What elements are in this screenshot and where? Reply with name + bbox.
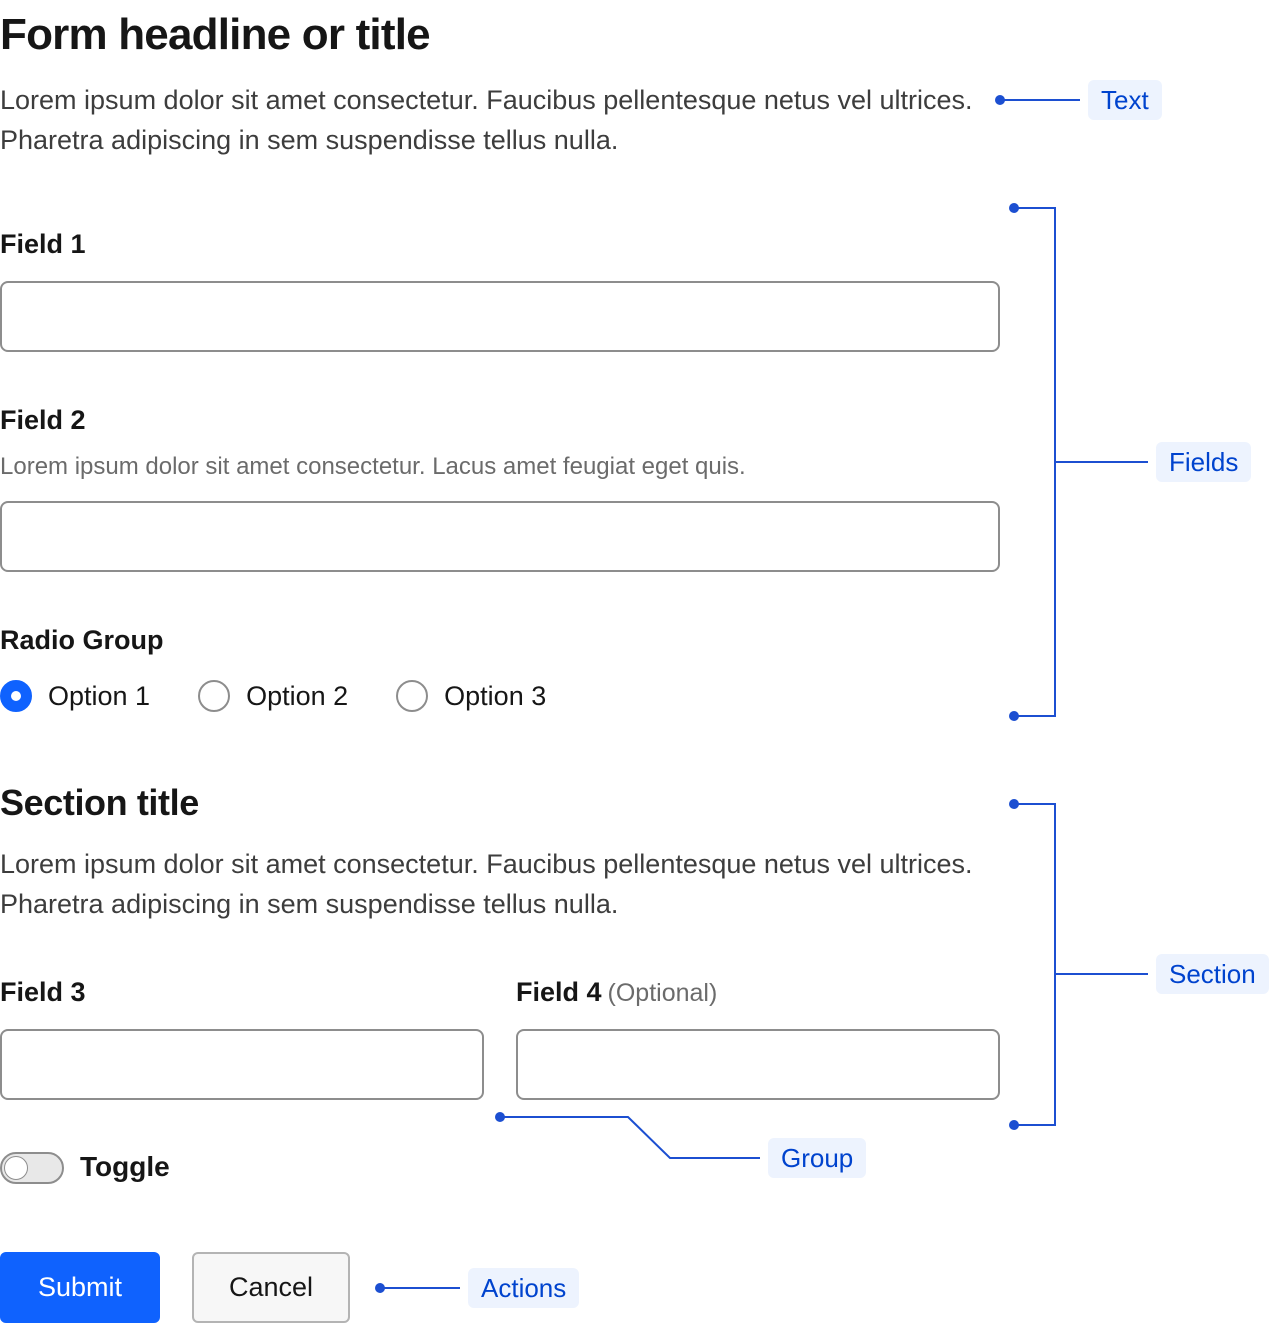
section-title: Section title <box>0 782 199 823</box>
fields-bracket <box>1014 207 1056 717</box>
annotation-group-tag: Group <box>768 1138 867 1178</box>
group-annotation-line <box>500 1116 760 1159</box>
radio-option-3-label: Option 3 <box>444 680 547 711</box>
form-headline: Form headline or title <box>0 10 431 59</box>
radio-button[interactable] <box>198 680 231 712</box>
annotation-fields-tag: Fields <box>1156 442 1252 482</box>
annotation-actions-tag: Actions <box>468 1268 580 1308</box>
field-2-input[interactable] <box>0 501 1000 572</box>
text-annotation-dot <box>995 95 1005 105</box>
submit-button[interactable]: Submit <box>0 1252 160 1323</box>
field-1-label: Field 1 <box>0 229 86 259</box>
field-2-helper-text: Lorem ipsum dolor sit amet consectetur. … <box>0 453 746 480</box>
field-3-label: Field 3 <box>0 977 86 1007</box>
radio-option-1[interactable]: Option 1 <box>0 680 150 712</box>
toggle-knob <box>4 1156 28 1180</box>
form-description: Lorem ipsum dolor sit amet consectetur. … <box>0 85 973 155</box>
radio-option-2[interactable]: Option 2 <box>198 680 348 712</box>
section-bottom-dot <box>1009 1120 1019 1130</box>
field-1-input[interactable] <box>0 281 1000 352</box>
field-3-input[interactable] <box>0 1029 484 1100</box>
annotation-text-tag: Text <box>1088 80 1162 120</box>
radio-group-label: Radio Group <box>0 625 164 655</box>
radio-button[interactable] <box>396 680 429 712</box>
toggle-label: Toggle <box>80 1151 170 1182</box>
field-4-input[interactable] <box>516 1029 1000 1100</box>
cancel-button[interactable]: Cancel <box>192 1252 350 1323</box>
radio-option-2-label: Option 2 <box>246 680 349 711</box>
radio-option-1-label: Option 1 <box>48 680 151 711</box>
fields-top-dot <box>1009 203 1019 213</box>
section-description: Lorem ipsum dolor sit amet consectetur. … <box>0 849 973 919</box>
group-annotation-dot <box>495 1112 505 1122</box>
field-2-label: Field 2 <box>0 405 86 435</box>
section-top-dot <box>1009 799 1019 809</box>
toggle-switch[interactable] <box>0 1152 64 1184</box>
section-bracket <box>1014 803 1056 1126</box>
field-4-label-text: Field 4 <box>516 977 602 1007</box>
radio-option-3[interactable]: Option 3 <box>396 680 546 712</box>
field-4-label: Field 4(Optional) <box>516 975 717 1010</box>
fields-bottom-dot <box>1009 711 1019 721</box>
optional-indicator: (Optional) <box>607 979 718 1007</box>
annotation-section-tag: Section <box>1156 954 1269 994</box>
actions-annotation-dot <box>375 1283 385 1293</box>
radio-button-selected[interactable] <box>0 680 32 712</box>
radio-group: Option 1 Option 2 Option 3 <box>0 680 594 712</box>
